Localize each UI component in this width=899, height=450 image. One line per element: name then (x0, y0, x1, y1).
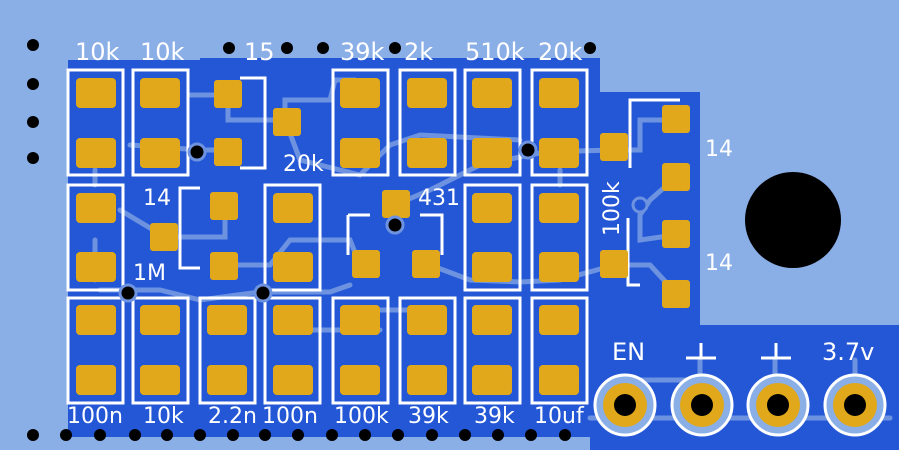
label-c3-100n: 100n (262, 404, 318, 429)
label-r12-39k: 39k (408, 404, 449, 429)
via-icon (631, 196, 649, 214)
via-icon (118, 283, 138, 303)
label-u1-431: 431 (418, 186, 460, 211)
label-r11-100k: 100k (334, 404, 389, 429)
via-icon (385, 215, 405, 235)
mounting-hole-icon (745, 172, 841, 268)
label-c4-10uf: 10uf (534, 404, 584, 429)
label-r1-10k: 10k (75, 38, 120, 66)
label-r2-10k: 10k (140, 38, 185, 66)
label-r13-39k: 39k (474, 404, 515, 429)
label-c1-100n: 100n (67, 404, 123, 429)
stitching-holes (27, 39, 596, 441)
label-r4-2k: 2k (404, 38, 434, 66)
label-r3-39k: 39k (340, 38, 385, 66)
label-q1-15: 15 (244, 38, 275, 66)
ground-symbol-icons (686, 343, 791, 360)
header-label-en: EN (612, 338, 646, 366)
label-r6-20k: 20k (538, 38, 583, 66)
label-r9-100k: 100k (600, 181, 625, 236)
label-r8-1m: 1M (133, 261, 166, 286)
label-r5-510k: 510k (465, 38, 525, 66)
label-q3-14: 14 (705, 137, 733, 162)
label-q2-14: 14 (143, 186, 171, 211)
through-hole-pad-icon (670, 373, 734, 437)
through-hole-pad-icon (823, 373, 887, 437)
pads (76, 78, 690, 395)
label-r10-10k: 10k (143, 404, 184, 429)
vias (118, 140, 649, 303)
through-hole-pad-icon (746, 373, 810, 437)
header-label-3-7v: 3.7v (822, 338, 875, 366)
header-pins (593, 373, 887, 437)
label-c2-2-2n: 2.2n (208, 404, 257, 429)
silkscreen-outlines (66, 68, 680, 405)
via-icon (253, 283, 273, 303)
through-hole-pad-icon (593, 373, 657, 437)
via-icon (518, 140, 538, 160)
label-q4-14: 14 (705, 251, 733, 276)
label-r7-20k: 20k (283, 152, 324, 177)
via-icon (187, 142, 207, 162)
